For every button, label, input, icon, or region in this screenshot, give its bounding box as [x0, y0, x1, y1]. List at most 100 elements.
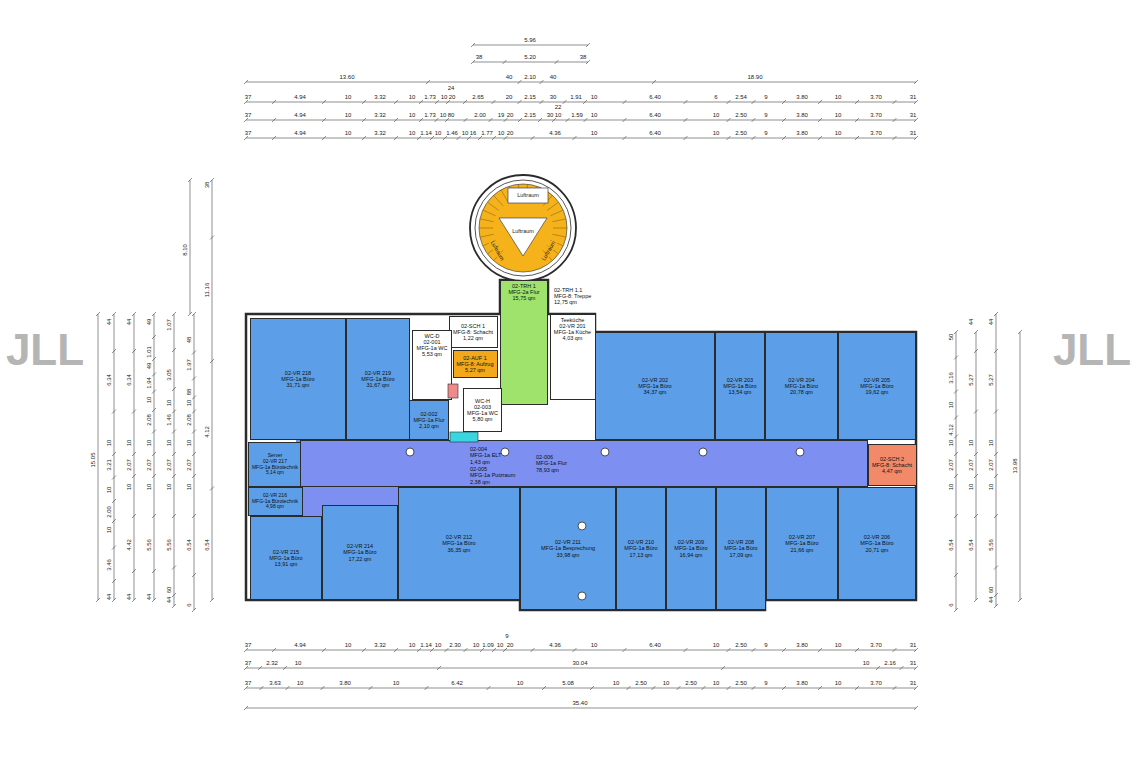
dimension-ticks [172, 312, 176, 608]
dimension-tick [1018, 598, 1022, 602]
void-triangle [499, 218, 547, 256]
room-text: MFG-1a Büro [724, 545, 757, 551]
dimension-label: 13.60 [339, 74, 355, 80]
dimension-label: 2.00 [474, 112, 487, 118]
dimension-label: 10 [408, 130, 416, 136]
dimension-label: 10 [294, 660, 302, 666]
dimension-tick [394, 136, 398, 140]
dimension-label: 15.05 [90, 452, 96, 468]
dimension-tick [322, 100, 326, 104]
dimension-label: 10 [434, 130, 442, 136]
dimension-line [246, 120, 916, 121]
room-text: 34,37 qm [638, 389, 671, 395]
dimension-tick [818, 100, 822, 104]
dimension-tick [172, 430, 176, 434]
dimension-ticks [974, 330, 978, 602]
dimension-label: 10 [496, 642, 504, 648]
room-text: WC-D [417, 333, 448, 339]
dimension-tick [260, 686, 264, 690]
dimension-tick [132, 312, 136, 316]
dimension-label: 3.32 [374, 112, 387, 118]
dimension-label: 10 [988, 439, 994, 447]
dimension-tick [272, 100, 276, 104]
office-room: 02-VR 214MFG-1a Büro17,22 qm [322, 505, 398, 600]
dimension-line [473, 45, 588, 46]
room-text: 02-VR 207 [785, 534, 818, 540]
room-text: 02-VR 211 [541, 539, 595, 545]
dimension-tick [192, 430, 196, 434]
dimension-tick [152, 514, 156, 518]
dimension-label: 4.36 [549, 130, 562, 136]
dimension-tick [112, 579, 116, 583]
dimension-tick [426, 80, 430, 84]
dimension-tick [112, 410, 116, 414]
dimension-ticks [471, 43, 590, 47]
dimension-tick [855, 686, 859, 690]
dimension-label: 10 [948, 401, 954, 409]
dimension-tick [192, 474, 196, 478]
dimension-tick [540, 80, 544, 84]
dimension-label: 4.94 [294, 130, 307, 136]
electrical-room-symbol [450, 432, 478, 442]
dimension-tick [192, 514, 196, 518]
dimension-tick [272, 118, 276, 122]
room-text: MFG-1a Büro [785, 540, 818, 546]
dimension-tick [272, 648, 276, 652]
office-room: 02-VR 206MFG-1a Büro20,71 qm [838, 487, 916, 600]
dimension-tick [782, 136, 786, 140]
dimension-ticks [152, 312, 156, 602]
dimension-tick [244, 136, 248, 140]
dimension-label: 1.01 [146, 346, 152, 359]
dimension-label: 10 [461, 130, 469, 136]
dimension-label: 20 [506, 112, 514, 118]
room-label: 02-VR 202MFG-1a Büro34,37 qm [638, 377, 671, 395]
dimension-tick [430, 136, 434, 140]
dimension-label: 3.05 [166, 369, 172, 382]
dimension-tick [974, 410, 978, 414]
dimension-label: 24 [447, 85, 455, 91]
dimension-label: 20 [505, 94, 513, 100]
dimension-label: 38 [579, 54, 587, 60]
dimension-tick [132, 598, 136, 602]
dimension-tick [394, 118, 398, 122]
dimension-label: 10 [344, 130, 352, 136]
dimension-tick [244, 706, 248, 710]
room-text: 17,13 qm [624, 552, 657, 558]
dimension-tick [492, 648, 496, 652]
room-text: MFG-1a Büro [860, 383, 893, 389]
dimension-ticks [96, 312, 100, 602]
dimension-label: 6 [714, 94, 718, 100]
dimension-tick [419, 100, 423, 104]
dimension-label: 10 [344, 112, 352, 118]
dimension-tick [445, 648, 449, 652]
office-room: 02-VR 212MFG-1a Büro36,35 qm [398, 487, 520, 600]
dimension-tick [192, 452, 196, 456]
room-text: MFG-1a WC [417, 345, 448, 351]
room-label: 02-TRH 1MFG-2a Flur15,75 qm [508, 283, 539, 301]
dimension-tick [531, 648, 535, 652]
dimension-label: 50 [948, 333, 954, 341]
room-text: MFG-1a Büro [361, 376, 394, 382]
meeting-room: 02-VR 211MFG-1a Besprechung33,98 qm [520, 487, 616, 610]
dimension-label: 2.50 [735, 642, 748, 648]
dimension-tick [974, 598, 978, 602]
dimension-label: 49 [146, 362, 152, 370]
dimension-tick [192, 396, 196, 400]
dimension-tick [445, 118, 449, 122]
room-text: MFG-1a Büro [343, 549, 376, 555]
room-text: 5,53 qm [417, 351, 448, 357]
dimension-tick [974, 474, 978, 478]
stair-tread [480, 234, 494, 237]
dimension-line [956, 332, 957, 610]
dimension-label: 9 [764, 112, 768, 118]
restroom: WC-D02-001MFG-1a WC5,53 qm [412, 330, 452, 400]
dimension-tick [96, 312, 100, 316]
dimension-tick [478, 136, 482, 140]
room-text: MFG-1a Büro [442, 540, 475, 546]
dimension-label: 10 [408, 642, 416, 648]
room-text: 02-AUF 1 [457, 355, 494, 361]
shaft-symbol [448, 384, 458, 398]
room-text: 5,27 qm [457, 367, 494, 373]
dimension-tick [954, 452, 958, 456]
room-text: 02-VR 214 [343, 543, 376, 549]
